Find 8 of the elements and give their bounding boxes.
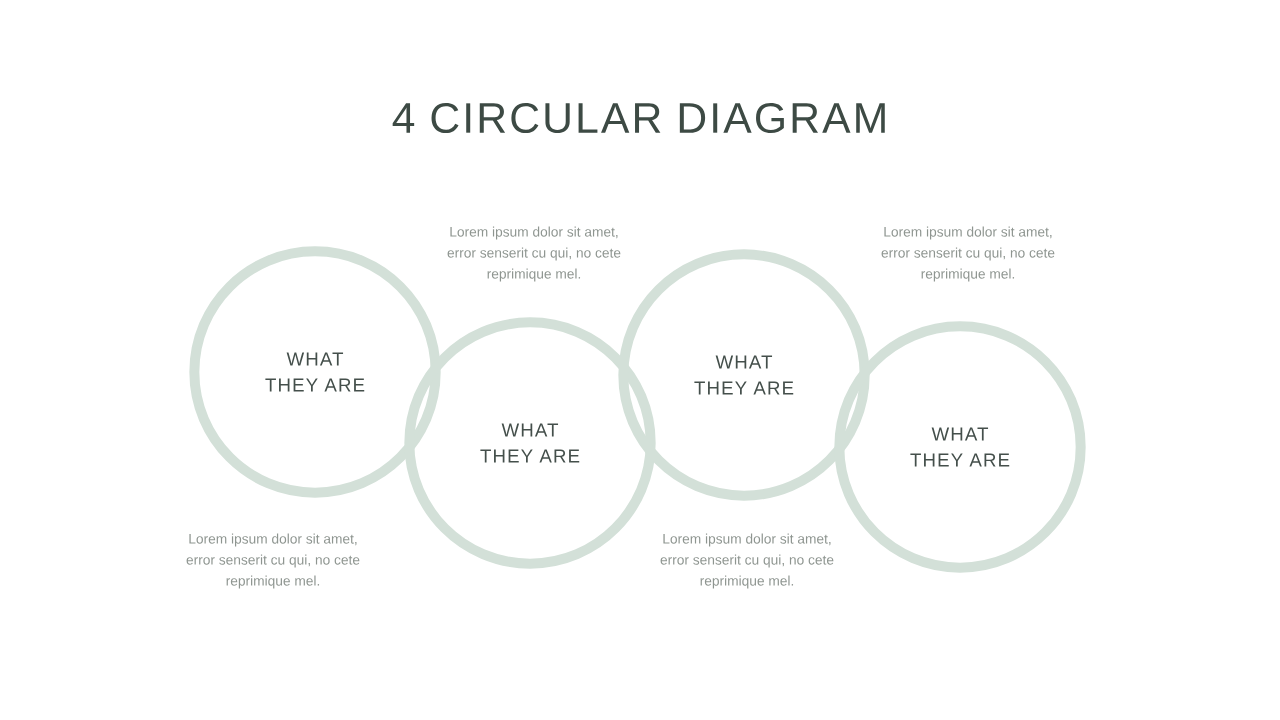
description-text: Lorem ipsum dolor sit amet, error senserit cu qui, no cete reprimique mel.: [186, 533, 360, 589]
circle-node: WHAT THEY ARE: [189, 246, 441, 498]
description-text: Lorem ipsum dolor sit amet, error senserit cu qui, no cete reprimique mel.: [660, 533, 834, 589]
description-text: Lorem ipsum dolor sit amet, error senserit cu qui, no cete reprimique mel.: [447, 226, 621, 282]
title: 4 CIRCULAR DIAGRAM: [392, 102, 885, 134]
circle-node: WHAT THEY ARE: [404, 317, 656, 569]
circle-node: WHAT THEY ARE: [834, 321, 1086, 573]
description-text: Lorem ipsum dolor sit amet, error senserit cu qui, no cete reprimique mel.: [881, 226, 1055, 282]
